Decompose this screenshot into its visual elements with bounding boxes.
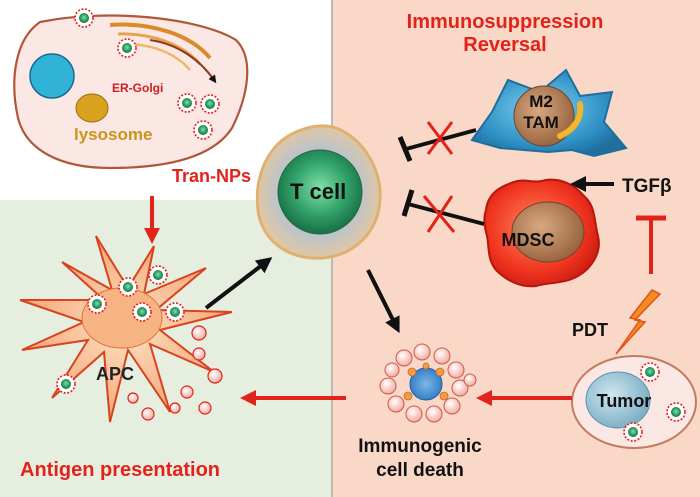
nanoparticle-icon — [177, 93, 197, 113]
inhibition-tam — [397, 121, 477, 162]
lysosome-label: lysosome — [74, 125, 152, 144]
nanoparticle-icon — [623, 422, 643, 442]
nanoparticle-icon — [640, 362, 660, 382]
er-golgi-membrane — [109, 22, 212, 60]
nanoparticle-icon — [117, 38, 137, 58]
inhibition-mark-icon — [407, 202, 485, 226]
m2-label: M2 — [529, 92, 553, 111]
tam-label: TAM — [523, 113, 559, 132]
nanoparticle-icon — [666, 402, 686, 422]
tgfb-label: TGFβ — [622, 176, 672, 197]
cell-nucleus — [29, 53, 75, 99]
transport-arrow — [149, 39, 217, 84]
t-cell-label: T cell — [290, 179, 346, 204]
inhibition-mdsc — [401, 189, 485, 233]
lysosome-body — [75, 93, 109, 123]
mdsc-cell — [483, 178, 600, 288]
arrow-tcell-to-icd — [366, 269, 400, 334]
icd-label-line2: cell death — [376, 460, 464, 481]
title-line1: Immunosuppression — [407, 11, 604, 33]
nanoparticle-icon — [193, 120, 213, 140]
t-cell — [255, 124, 382, 260]
tumor-label: Tumor — [597, 391, 652, 411]
icd-cell — [379, 343, 477, 423]
host-cell — [13, 14, 249, 170]
icd-label-line1: Immunogenic — [358, 436, 482, 457]
tumor-cell — [571, 355, 697, 449]
pdt-label: PDT — [572, 320, 608, 340]
apc-label: APC — [96, 364, 134, 384]
er-golgi-label: ER-Golgi — [112, 81, 163, 95]
tran-nps-label: Tran-NPs — [172, 166, 251, 186]
antigen-presentation-label: Antigen presentation — [20, 459, 220, 481]
nanoparticle-icon — [87, 294, 107, 314]
title-line2: Reversal — [463, 34, 546, 56]
nanoparticle-icon — [165, 302, 185, 322]
mdsc-label: MDSC — [502, 230, 555, 250]
nanoparticle-icon — [118, 277, 138, 297]
lightning-bolt-icon — [615, 289, 662, 355]
nanoparticle-icon — [56, 374, 76, 394]
nanoparticle-icon — [200, 94, 220, 114]
nanoparticle-icon — [148, 265, 168, 285]
m2-tam-cell — [470, 68, 628, 158]
antigen-spheres — [127, 325, 223, 421]
nanoparticle-icon — [132, 302, 152, 322]
nanoparticle-icon — [74, 8, 94, 28]
arrow-apc-to-tcell — [204, 257, 273, 310]
